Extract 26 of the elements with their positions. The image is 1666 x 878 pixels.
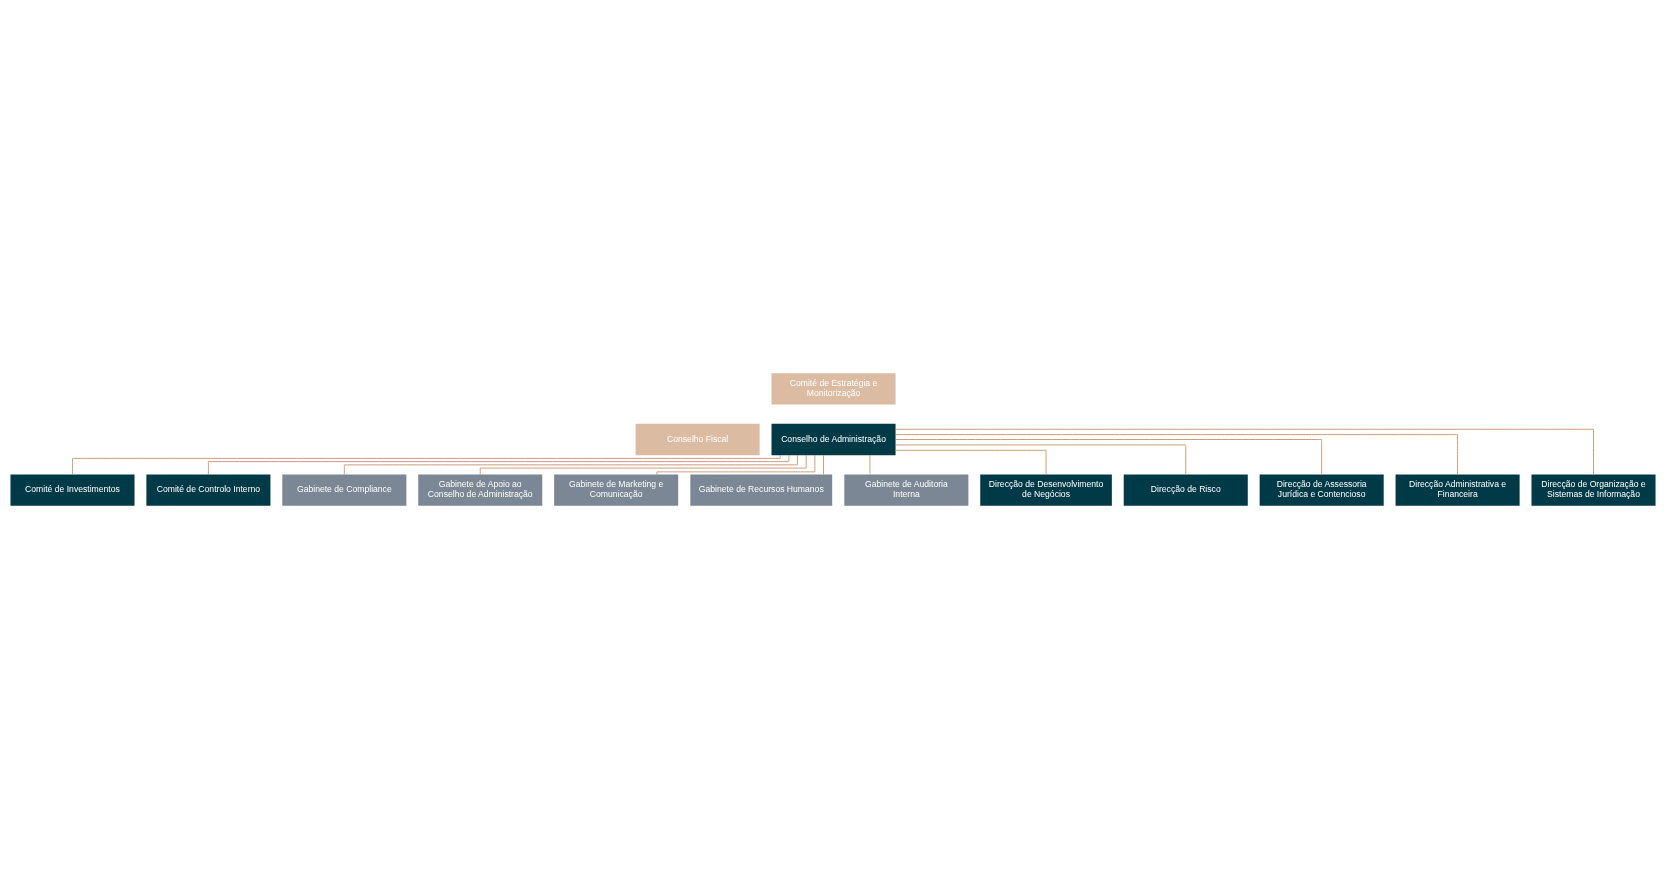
node-box: Gabinete de Auditoria Interna: [844, 474, 969, 506]
connector: [343, 454, 798, 475]
node-box: Comité de Controlo Interno: [146, 474, 271, 506]
connector: [895, 433, 1458, 475]
node-box: Gabinete de Compliance: [282, 474, 407, 506]
connector: [479, 454, 807, 475]
node-box: Direcção Administrativa e Financeira: [1395, 474, 1520, 506]
node-box: Conselho Fiscal: [635, 423, 760, 455]
connector: [823, 454, 824, 475]
node-box: Gabinete de Apoio ao Conselho de Administração: [418, 474, 543, 506]
node-box: Conselho de Administração: [771, 423, 896, 455]
connector: [895, 449, 1047, 475]
node-box: Comité de Investimentos: [10, 474, 135, 506]
connector: [895, 438, 1323, 475]
connector: [895, 428, 1594, 475]
node-box: Gabinete de Marketing e Comunicação: [554, 474, 679, 506]
connector: [208, 454, 790, 475]
connector: [869, 454, 871, 475]
node-box: Direcção de Desenvolvimento de Negócios: [980, 474, 1112, 506]
connector: [656, 454, 816, 475]
connector: [895, 444, 1187, 475]
node-box: Gabinete de Recursos Humanos: [690, 474, 833, 506]
node-box: Direcção de Assessoria Jurídica e Contencioso: [1259, 474, 1384, 506]
node-box: Direcção de Organização e Sistemas de Informação: [1531, 474, 1656, 506]
node-box: Comité de Estratégia e Monitorização: [771, 372, 896, 404]
node-box: Direcção de Risco: [1123, 474, 1248, 506]
